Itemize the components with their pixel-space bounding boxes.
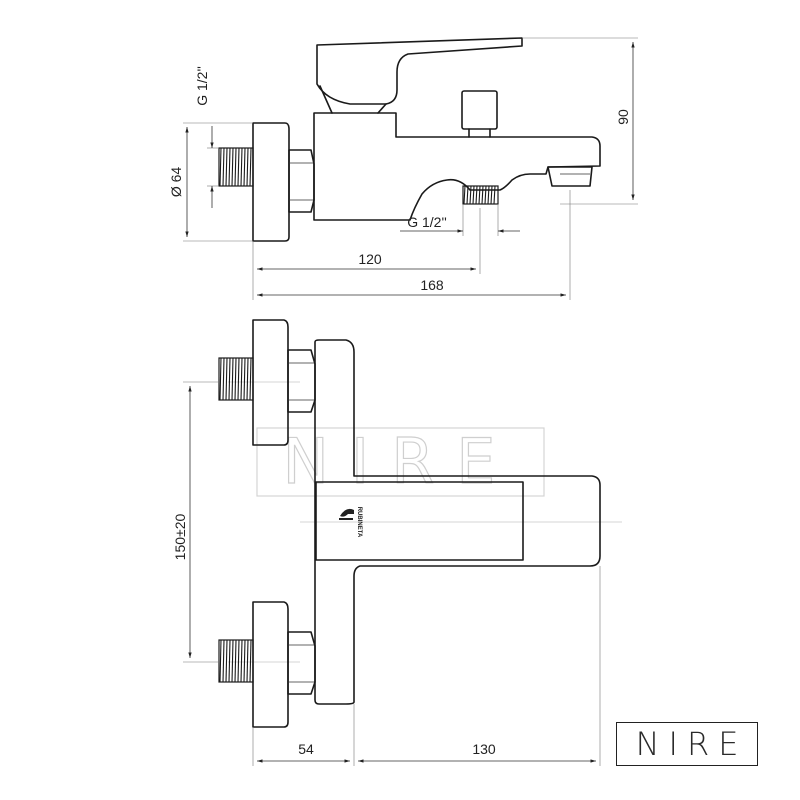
side-diverter-knob [461, 90, 498, 130]
side-wall-flange [252, 122, 290, 242]
dim-height-label: 90 [615, 109, 631, 125]
dim-inlet-spacing-label: 150±20 [172, 513, 188, 560]
brand-logo: NIRE [616, 722, 758, 766]
front-view: NIRE RUBINETA [183, 319, 622, 766]
front-bottom-nut [287, 631, 316, 695]
dim-wall-offset-label: 54 [298, 741, 314, 757]
dim-projection-label: 130 [472, 741, 496, 757]
side-aerator [547, 166, 593, 187]
side-inlet-thread-icon [218, 147, 254, 187]
front-lever [315, 481, 524, 561]
dim-inlet-thread-label: G 1/2'' [194, 66, 210, 106]
front-top-nut [287, 349, 316, 413]
side-body [313, 112, 601, 221]
side-lever-handle [316, 37, 523, 105]
side-outlet-thread-icon [462, 185, 499, 205]
dim-outlet-thread-label: G 1/2'' [407, 214, 447, 230]
dim-to-outlet-label: 120 [358, 251, 382, 267]
side-view [183, 37, 638, 300]
brand-logo-text: NIRE [635, 725, 748, 763]
front-top-thread-icon [218, 357, 254, 401]
front-top-flange [252, 319, 289, 446]
watermark-frame [256, 427, 545, 497]
front-emblem-text: RUBINETA [356, 507, 362, 538]
front-body [314, 339, 601, 705]
front-bottom-flange [252, 601, 289, 728]
tap-logo-icon [339, 508, 354, 520]
watermark-text: NIRE [283, 425, 518, 498]
dim-flange-diameter-label: Ø 64 [168, 167, 184, 198]
dim-overall-depth-label: 168 [420, 277, 444, 293]
side-hex-nut [288, 149, 315, 213]
front-bottom-thread-icon [218, 639, 254, 683]
